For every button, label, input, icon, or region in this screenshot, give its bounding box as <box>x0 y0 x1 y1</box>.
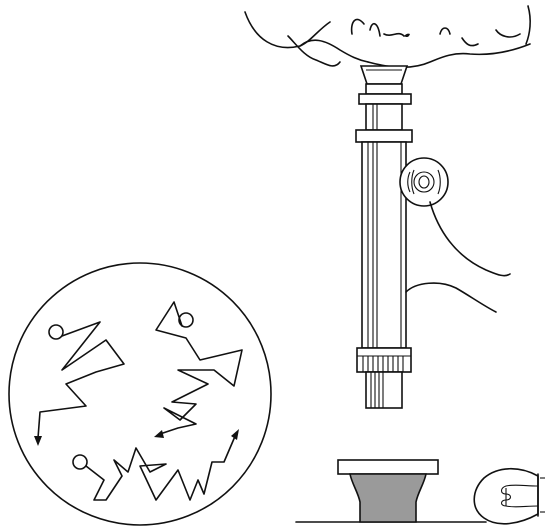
observer-hand <box>406 202 510 312</box>
eyepiece-icon <box>361 66 407 84</box>
magnified-view <box>9 263 271 525</box>
specimen-stage <box>296 460 486 522</box>
focus-knob-icon <box>400 158 448 206</box>
cup-rim <box>338 460 438 474</box>
particle-3 <box>73 455 87 469</box>
particle-1 <box>49 325 63 339</box>
light-bulb-icon <box>474 469 545 524</box>
specimen-cup <box>350 474 426 522</box>
microscope <box>356 66 448 408</box>
view-circle <box>9 263 271 525</box>
observer-head <box>245 6 530 67</box>
